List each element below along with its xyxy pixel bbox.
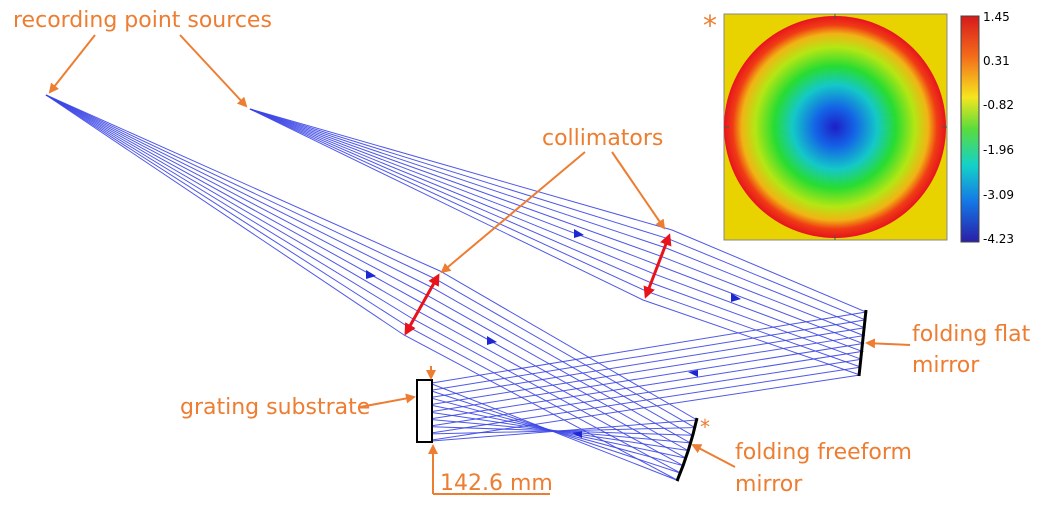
ray — [249, 108, 861, 434]
ray — [249, 108, 865, 420]
colorbar-tick: 1.45 — [983, 10, 1010, 24]
freeform-surface-map — [723, 13, 948, 241]
grating-substrate — [416, 379, 433, 443]
ray — [249, 108, 865, 412]
ray — [249, 108, 861, 441]
label-dimension: 142.6 mm — [440, 471, 553, 496]
ray — [249, 108, 862, 427]
ray — [45, 94, 684, 467]
asterisk-icon: * — [700, 415, 710, 439]
label-folding-flat-mirror-line2: mirror — [912, 353, 980, 378]
callouts — [48, 34, 911, 495]
label-recording-point-sources: recording point sources — [13, 8, 272, 33]
collimator-left — [404, 273, 440, 336]
ray — [249, 108, 866, 405]
label-grating-substrate: grating substrate — [180, 395, 370, 420]
colorbar-tick: -0.82 — [983, 98, 1014, 112]
colorbar-tick: -1.96 — [983, 143, 1014, 157]
label-folding-flat-mirror-line1: folding flat — [912, 322, 1031, 347]
ray — [249, 108, 867, 398]
ray — [45, 94, 680, 482]
arrow-icon — [731, 293, 741, 302]
folding-freeform-mirror — [675, 417, 699, 482]
arrow-icon — [487, 336, 497, 345]
map-disc — [724, 16, 946, 238]
folding-flat-mirror — [857, 309, 868, 377]
ray — [45, 94, 687, 459]
label-folding-freeform-mirror-line1: folding freeform — [735, 440, 912, 465]
ray — [45, 94, 682, 474]
ray-direction-arrows — [366, 229, 741, 438]
colorbar-tick: 0.31 — [983, 54, 1010, 68]
colorbar-tick: -3.09 — [983, 188, 1014, 202]
label-folding-freeform-mirror-line2: mirror — [735, 472, 803, 497]
ray — [249, 108, 868, 384]
colorbar: 1.45 0.31 -0.82 -1.96 -3.09 -4.23 — [960, 10, 1014, 246]
arrow-icon — [572, 431, 582, 438]
arrow-icon — [366, 270, 376, 279]
arrow-icon — [688, 370, 698, 377]
ray-bundle — [45, 94, 868, 482]
arrow-icon — [574, 229, 584, 238]
collimator-right — [643, 233, 672, 299]
colorbar-scale — [960, 15, 980, 243]
colorbar-tick: -4.23 — [983, 232, 1014, 246]
label-collimators: collimators — [542, 126, 663, 151]
asterisk-icon: * — [703, 9, 717, 42]
ray — [249, 108, 868, 391]
